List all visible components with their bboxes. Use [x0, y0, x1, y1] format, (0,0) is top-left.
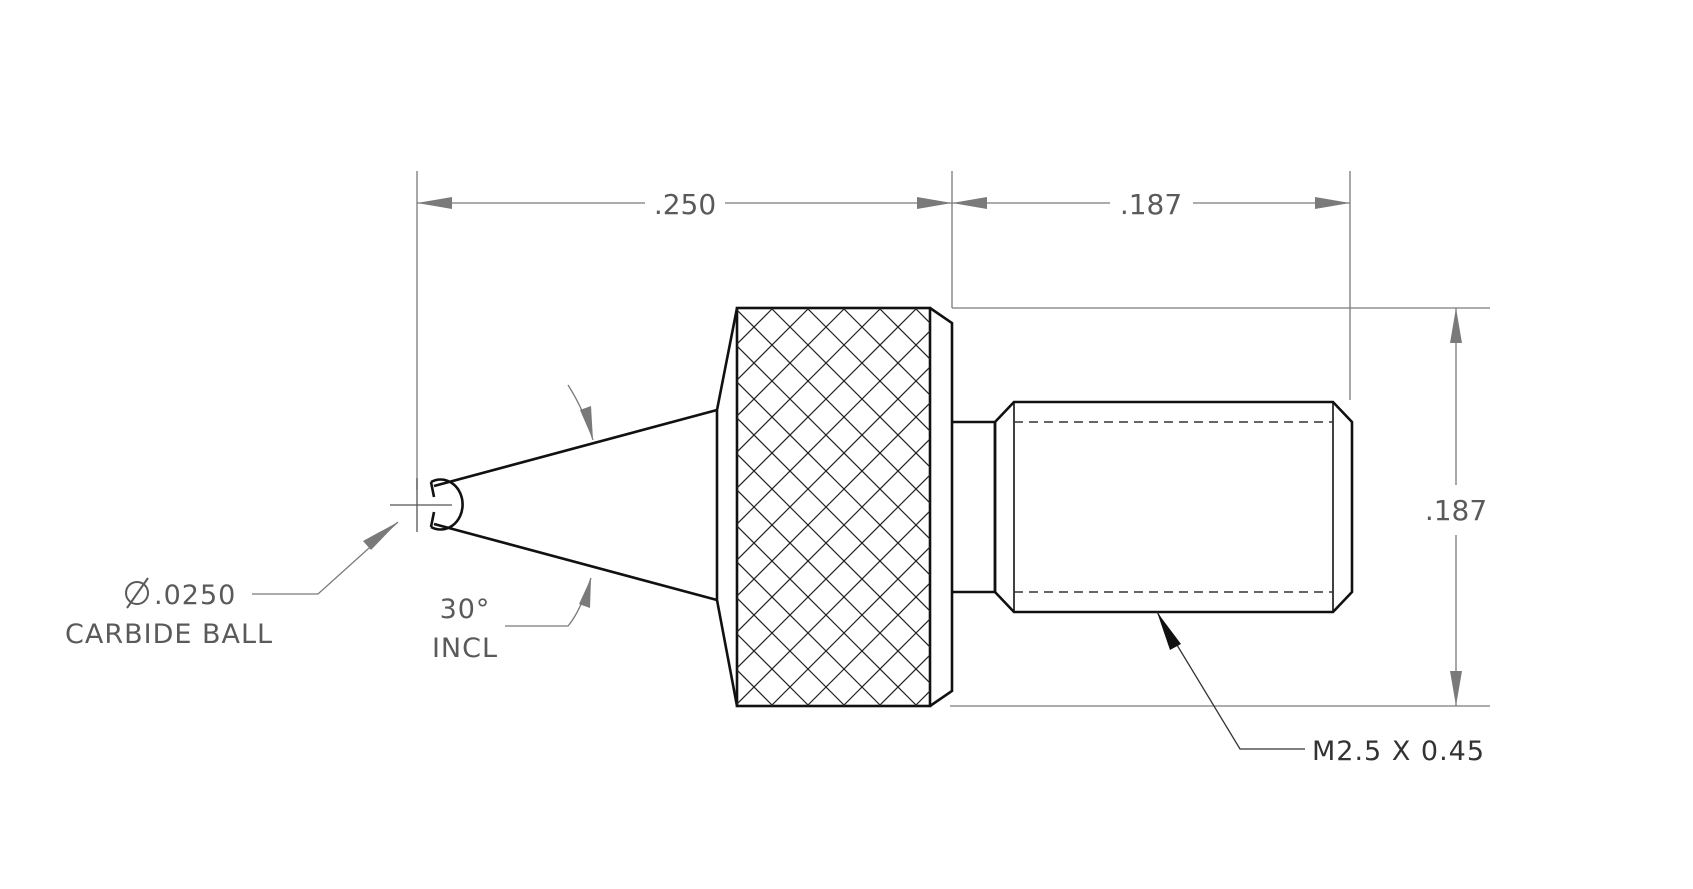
ball-outline [430, 478, 464, 531]
ball-flat-bottom [429, 511, 436, 528]
arrowhead-right [1315, 197, 1350, 209]
knurl-line [737, 633, 810, 706]
knurl-line [987, 308, 1385, 706]
knurl-line [1167, 308, 1565, 706]
knurl-line [914, 308, 930, 324]
knurl-line [842, 308, 930, 396]
knurl-line [770, 308, 930, 468]
dimension-shank-diameter: .187 [1425, 308, 1487, 706]
knurl-line [1311, 308, 1693, 706]
knurl-line [878, 308, 930, 360]
knurl-line [737, 308, 918, 489]
thread-spec: M2.5 X 0.45 [1312, 736, 1485, 767]
dimension-shank-length: .187 [952, 188, 1350, 221]
knurl-line [737, 308, 810, 381]
arrowhead-right [917, 197, 952, 209]
knurl-line [737, 474, 930, 669]
dimension-label-187-horizontal: .187 [1120, 188, 1182, 221]
angle-arrowhead-bottom [579, 578, 591, 608]
knurl-line [737, 308, 738, 309]
knurl-line [737, 402, 930, 597]
knurl-line [737, 438, 930, 633]
knurl-line [737, 308, 882, 453]
knurl-line [1203, 308, 1601, 706]
knurl-line [806, 582, 930, 706]
knurl-line [737, 525, 918, 706]
knurl-line [1059, 308, 1457, 706]
ball-leader-arrowhead [363, 522, 398, 550]
shank-outline [993, 400, 1354, 614]
arrowhead-bottom [1450, 671, 1462, 706]
arrowhead-top [1450, 308, 1462, 343]
angle-arrowhead-top [580, 406, 593, 440]
cone-edge-bottom [433, 522, 718, 602]
knurl-line [737, 705, 738, 706]
cone-edge-top [433, 408, 718, 488]
knurl-chamfer-right [929, 306, 954, 708]
diameter-symbol-circle [125, 581, 149, 605]
knurl-line [1167, 308, 1565, 706]
thread-leader-arrowhead [1157, 612, 1181, 650]
knurl-line [737, 309, 930, 504]
ball-leader-line [252, 521, 399, 595]
angle-dimension: 30° INCL [432, 384, 594, 664]
knurl-line [737, 561, 882, 706]
thread-leader: M2.5 X 0.45 [1156, 611, 1485, 767]
ball-leader: .0250 CARBIDE BALL [65, 521, 399, 650]
dimension-label-187-vertical: .187 [1425, 494, 1487, 527]
knurl-line [1311, 308, 1693, 706]
knurl-outline [735, 306, 932, 708]
carbide-ball [390, 478, 464, 532]
angle-value: 30° [440, 594, 491, 625]
knurl-line [737, 510, 930, 705]
knurl-line [987, 308, 1385, 706]
knurl-line [737, 366, 930, 561]
cone [433, 408, 718, 602]
knurled-body [715, 306, 1693, 708]
knurl-line [1059, 308, 1457, 706]
diameter-symbol [125, 577, 149, 609]
knurl-line [737, 330, 930, 525]
knurl-line [914, 690, 930, 706]
knurl-line [770, 546, 930, 706]
angle-leader [505, 577, 592, 627]
arrowhead-left [417, 197, 452, 209]
thread-leader-line [1156, 611, 1305, 750]
extension-lines [416, 171, 1490, 707]
ball-flat-top [429, 481, 436, 498]
knurl-line [878, 654, 930, 706]
ball-diameter-value: .0250 [154, 580, 236, 611]
knurl-line [737, 597, 846, 706]
knurl-line [1203, 308, 1601, 706]
knurl-line [1023, 308, 1421, 706]
dimension-tip-to-knurl: .250 [417, 188, 952, 221]
neck [952, 420, 997, 594]
diameter-symbol-slash [126, 577, 149, 609]
threaded-shank [993, 400, 1354, 614]
knurl-line [806, 308, 930, 432]
knurl-line [1023, 308, 1421, 706]
dimension-label-250: .250 [654, 188, 716, 221]
arrowhead-left [952, 197, 987, 209]
knurl-line [842, 618, 930, 706]
angle-note-incl: INCL [432, 633, 498, 664]
knurl-line [951, 308, 1349, 706]
knurl-line [951, 308, 1349, 706]
knurl-line [737, 308, 846, 417]
knurl-pattern [737, 308, 1693, 706]
ball-note-carbide: CARBIDE BALL [65, 619, 273, 650]
knurl-chamfer-left [715, 307, 739, 707]
